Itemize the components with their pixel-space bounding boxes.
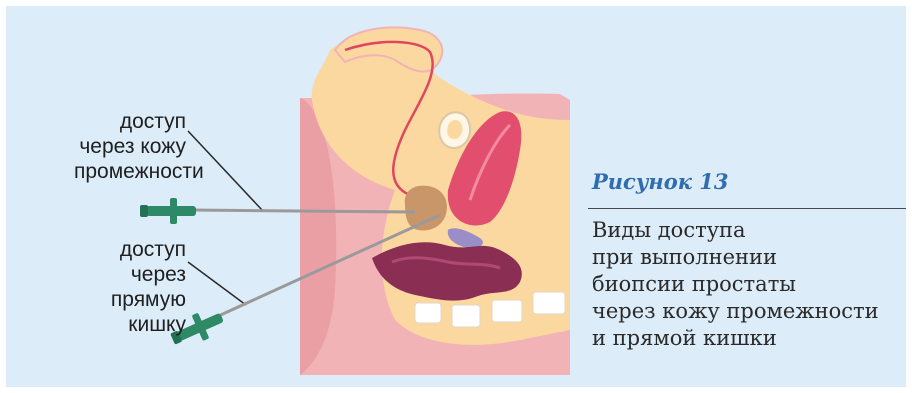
perineal-needle bbox=[190, 210, 415, 212]
caption-line: биопсии простаты bbox=[592, 271, 910, 298]
transrectal-label-line: кишку bbox=[74, 312, 186, 337]
caption-line: и прямой кишки bbox=[592, 325, 910, 352]
coccyx-segment bbox=[415, 303, 441, 323]
caption-divider bbox=[588, 208, 906, 209]
perineal-label-line: через кожу bbox=[74, 134, 186, 159]
figure-title: Рисунок 13 bbox=[592, 169, 728, 194]
coccyx-segment bbox=[533, 292, 565, 314]
caption-line: Виды доступа bbox=[592, 217, 910, 244]
perineal-needle-hub bbox=[140, 198, 196, 224]
transrectal-label-line: доступ bbox=[74, 237, 186, 262]
coccyx-segment bbox=[492, 300, 522, 322]
perineal-label-line: доступ bbox=[74, 109, 186, 134]
transrectal-leader bbox=[188, 262, 246, 305]
perineal-label-line: промежности bbox=[74, 159, 186, 184]
transrectal-access-label: доступ через прямую кишку bbox=[74, 237, 186, 337]
figure-description: Виды доступа при выполнении биопсии прос… bbox=[592, 217, 910, 352]
perineal-access-label: доступ через кожу промежности bbox=[74, 109, 186, 184]
caption-line: через кожу промежности bbox=[592, 298, 910, 325]
caption-line: при выполнении bbox=[592, 244, 910, 271]
coccyx-segment bbox=[452, 305, 480, 327]
transrectal-label-line: через прямую bbox=[74, 262, 186, 312]
